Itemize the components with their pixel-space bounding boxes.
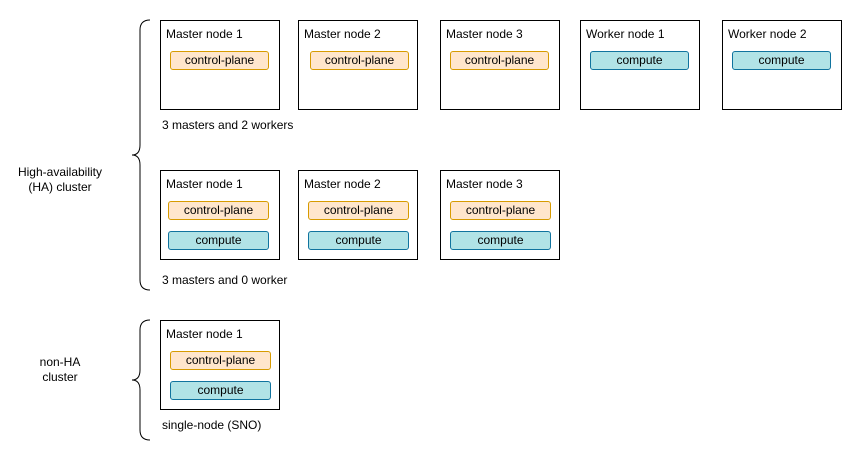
group-label-non-ha-line1: non-HA — [39, 355, 81, 369]
node-r1-master-2: Master node 2 control-plane — [298, 20, 418, 110]
caption-3-masters-0-worker: 3 masters and 0 worker — [162, 273, 288, 287]
node-title: Master node 2 — [304, 27, 381, 41]
group-label-ha-line1: High-availability — [17, 165, 103, 179]
node-r1-master-1: Master node 1 control-plane — [160, 20, 280, 110]
node-sno-master-1: Master node 1 control-plane compute — [160, 320, 280, 410]
node-title: Worker node 1 — [586, 27, 665, 41]
node-title: Worker node 2 — [728, 27, 807, 41]
role-control-plane: control-plane — [168, 201, 269, 220]
caption-3-masters-2-workers: 3 masters and 2 workers — [162, 118, 294, 132]
role-compute: compute — [590, 51, 689, 70]
node-r2-master-1: Master node 1 control-plane compute — [160, 170, 280, 260]
node-r1-worker-2: Worker node 2 compute — [722, 20, 842, 110]
node-title: Master node 3 — [446, 177, 523, 191]
group-label-ha: High-availability (HA) cluster — [10, 165, 110, 195]
role-control-plane: control-plane — [308, 201, 409, 220]
node-r2-master-2: Master node 2 control-plane compute — [298, 170, 418, 260]
brace-non-ha — [131, 319, 151, 441]
role-control-plane: control-plane — [450, 51, 549, 70]
role-control-plane: control-plane — [450, 201, 551, 220]
role-compute: compute — [308, 231, 409, 250]
caption-single-node: single-node (SNO) — [162, 418, 262, 432]
role-control-plane: control-plane — [170, 351, 271, 370]
role-control-plane: control-plane — [310, 51, 409, 70]
braces — [131, 19, 151, 441]
role-compute: compute — [450, 231, 551, 250]
role-compute: compute — [168, 231, 269, 250]
group-label-ha-line2: (HA) cluster — [28, 180, 92, 194]
node-title: Master node 1 — [166, 177, 243, 191]
group-label-non-ha-line2: cluster — [42, 370, 78, 384]
group-label-non-ha: non-HA cluster — [10, 355, 110, 385]
node-r1-master-3: Master node 3 control-plane — [440, 20, 560, 110]
role-control-plane: control-plane — [170, 51, 269, 70]
role-compute: compute — [732, 51, 831, 70]
node-title: Master node 1 — [166, 27, 243, 41]
node-r1-worker-1: Worker node 1 compute — [580, 20, 700, 110]
node-title: Master node 3 — [446, 27, 523, 41]
role-compute: compute — [170, 381, 271, 400]
node-title: Master node 1 — [166, 327, 243, 341]
brace-ha — [131, 19, 151, 291]
node-title: Master node 2 — [304, 177, 381, 191]
node-r2-master-3: Master node 3 control-plane compute — [440, 170, 560, 260]
